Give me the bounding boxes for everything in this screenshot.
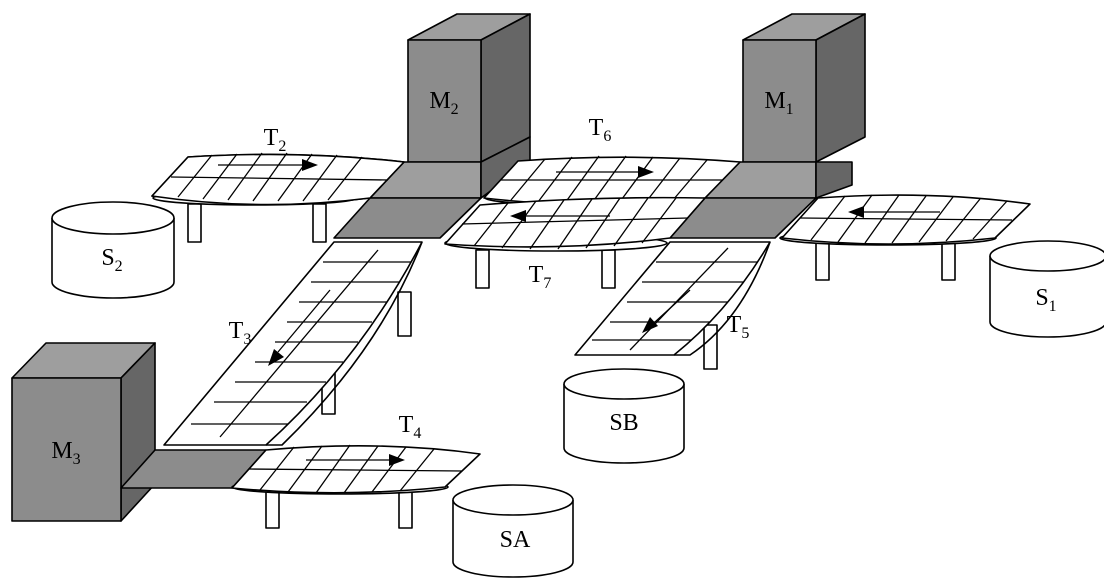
conveyor-t3-label: T3 [229,318,252,348]
conveyor-t3: T3 [163,241,423,446]
conveyor-legs [187,203,956,529]
conveyor-t6-label: T6 [589,115,612,145]
storage-s2 [51,201,175,299]
storage-sa-label: SA [500,527,531,553]
conveyor-s1-to-m1 [779,194,1031,246]
machine-m1: M1 [669,13,866,239]
machine-m2: M2 [333,13,531,239]
conveyor-t7-label: T7 [529,262,552,292]
machine-m1-label: M1 [764,88,793,118]
conveyor-t5-label: T5 [727,312,750,342]
machine-m3-label: M3 [51,438,80,468]
storage-sa [452,484,574,578]
machine-m3: M3 [11,342,267,522]
conveyor-t2-label: T2 [264,125,287,155]
storage-sb [563,368,685,464]
storage-s2-label: S2 [101,245,122,275]
conveyor-t5: T5 [574,241,771,356]
storage-s1-label: S1 [1035,285,1056,315]
storage-sb-label: SB [609,410,638,436]
machine-m2-label: M2 [429,88,458,118]
storage-s1 [989,240,1104,338]
conveyor-t4: T4 [231,412,481,495]
conveyor-t4-label: T4 [399,412,422,442]
conveyor-t7: T7 [444,196,706,292]
conveyor-t2: T2 [151,125,405,206]
